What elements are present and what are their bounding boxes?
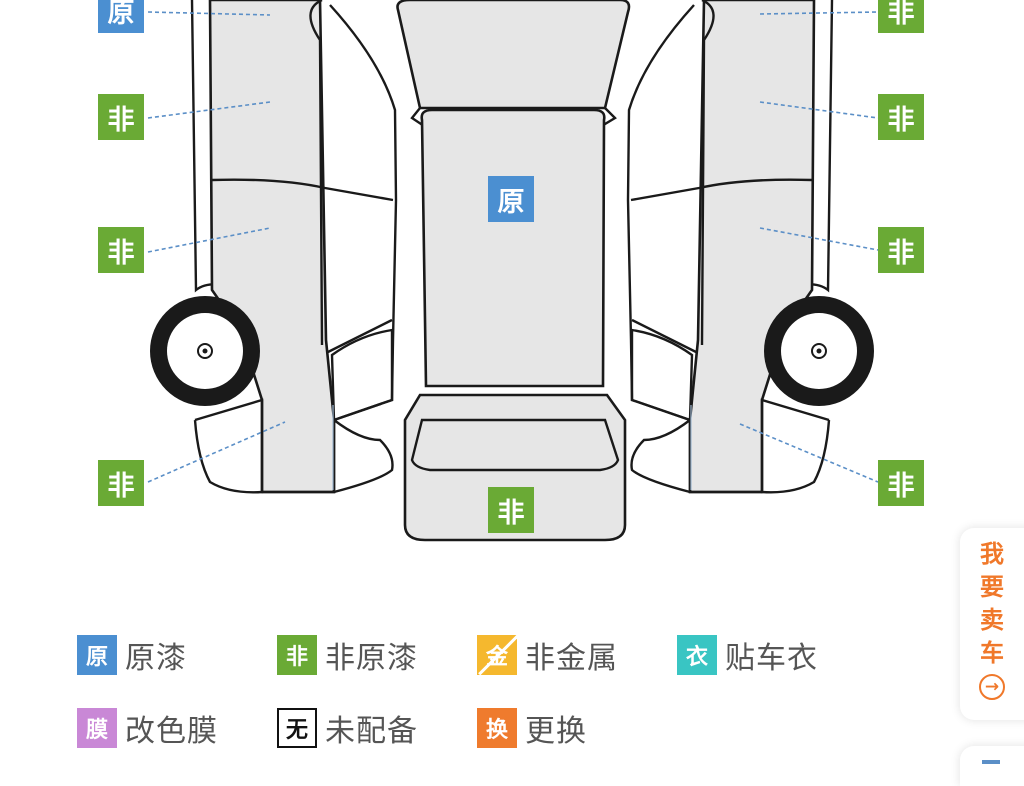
legend-color-film: 膜 改色膜 [77, 706, 218, 750]
legend-car-wrap: 衣 贴车衣 [677, 633, 818, 677]
car-paint-diagram [147, 0, 879, 542]
sell-char: 我 [980, 540, 1004, 568]
car-left-side [150, 0, 398, 494]
legend-swatch: 金 [477, 635, 517, 675]
sell-char: 要 [980, 573, 1004, 601]
legend-swatch: 换 [477, 708, 517, 748]
arrow-right-circle-icon: → [979, 674, 1005, 700]
badge-left-rear-fender[interactable]: 非 [98, 460, 144, 506]
leader-lines [147, 11, 879, 483]
badge-right-rear-door[interactable]: 非 [878, 227, 924, 273]
legend-replaced: 换 更换 [477, 706, 587, 750]
legend-non-metal: 金 非金属 [477, 633, 618, 677]
legend-original: 原 原漆 [77, 633, 187, 677]
legend-not-equipped: 无 未配备 [277, 706, 418, 750]
legend-label: 更换 [525, 714, 587, 749]
badge-right-top[interactable]: 非 [878, 0, 924, 33]
legend-swatch: 非 [277, 635, 317, 675]
sell-char: 卖 [980, 606, 1004, 634]
legend-swatch: 原 [77, 635, 117, 675]
badge-roof[interactable]: 原 [488, 176, 534, 222]
legend-swatch: 膜 [77, 708, 117, 748]
car-top [396, 0, 631, 542]
badge-right-front-door[interactable]: 非 [878, 94, 924, 140]
badge-left-top[interactable]: 原 [98, 0, 144, 33]
legend-swatch: 无 [277, 708, 317, 748]
secondary-floating-tab[interactable] [960, 746, 1024, 786]
legend-repainted: 非 非原漆 [277, 633, 418, 677]
legend-swatch: 衣 [677, 635, 717, 675]
legend-label: 非金属 [525, 641, 618, 676]
legend-label: 原漆 [125, 641, 187, 676]
badge-left-front-door[interactable]: 非 [98, 94, 144, 140]
badge-left-rear-door[interactable]: 非 [98, 227, 144, 273]
legend-label: 非原漆 [325, 641, 418, 676]
sell-car-button[interactable]: 我 要 卖 车 → [960, 528, 1024, 720]
tab-icon [982, 760, 1000, 764]
badge-trunk[interactable]: 非 [488, 487, 534, 533]
sell-char: 车 [980, 639, 1004, 667]
legend-label: 贴车衣 [725, 641, 818, 676]
legend-label: 改色膜 [125, 714, 218, 749]
legend-label: 未配备 [325, 714, 418, 749]
badge-right-rear-fender[interactable]: 非 [878, 460, 924, 506]
car-right-side [626, 0, 874, 494]
